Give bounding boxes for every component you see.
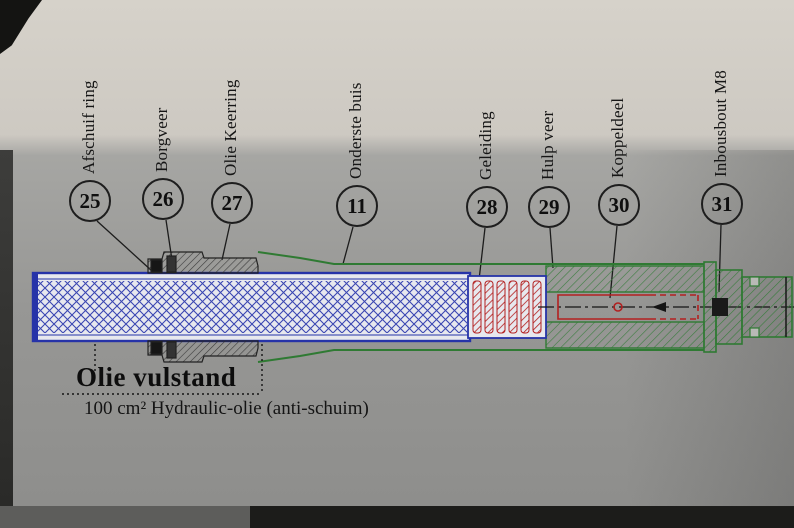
callout-circle-28: 28 [466, 186, 508, 228]
photo-shadow-bottom-left [0, 506, 250, 528]
oil-level-lines [62, 344, 263, 395]
callout-number: 30 [608, 192, 630, 217]
callout-number: 31 [711, 191, 733, 216]
callout-number: 28 [476, 194, 498, 219]
part-label-inbousbout-m8: Inbousbout M8 [711, 70, 730, 177]
part-label-onderste-buis: Onderste buis [346, 82, 365, 179]
callout-number: 11 [347, 193, 367, 218]
callout-circle-31: 31 [701, 183, 743, 225]
callout-circle-11: 11 [336, 185, 378, 227]
callout-number: 26 [152, 186, 174, 211]
part-label-borgveer: Borgveer [152, 107, 171, 172]
callout-number: 25 [79, 188, 101, 213]
part-label-afschuif-ring: Afschuif ring [79, 80, 98, 174]
part-label-hulp-veer: Hulp veer [538, 110, 557, 180]
oil-level-label: Olie vulstand [76, 362, 237, 392]
piston-tube [31, 271, 472, 343]
callout-number: 27 [221, 190, 243, 215]
auxiliary-spring [467, 275, 547, 339]
direction-arrow [652, 302, 666, 312]
oil-spec-label: 100 cm² Hydraulic-olie (anti-schuim) [84, 398, 369, 419]
part-label-olie-keerring: Olie Keerring [221, 79, 240, 176]
seal-collar [147, 251, 259, 363]
callout-circle-29: 29 [528, 186, 570, 228]
coupling-rod [557, 294, 699, 320]
callout-number: 29 [538, 194, 560, 219]
photo-shadow-left-edge [0, 150, 13, 507]
part-label-koppeldeel: Koppeldeel [608, 97, 627, 178]
callout-circle-30: 30 [598, 184, 640, 226]
callout-circle-27: 27 [211, 182, 253, 224]
callout-circle-26: 26 [142, 178, 184, 220]
callout-circle-25: 25 [69, 180, 111, 222]
part-label-geleiding: Geleiding [476, 111, 495, 180]
end-piece [703, 261, 793, 353]
